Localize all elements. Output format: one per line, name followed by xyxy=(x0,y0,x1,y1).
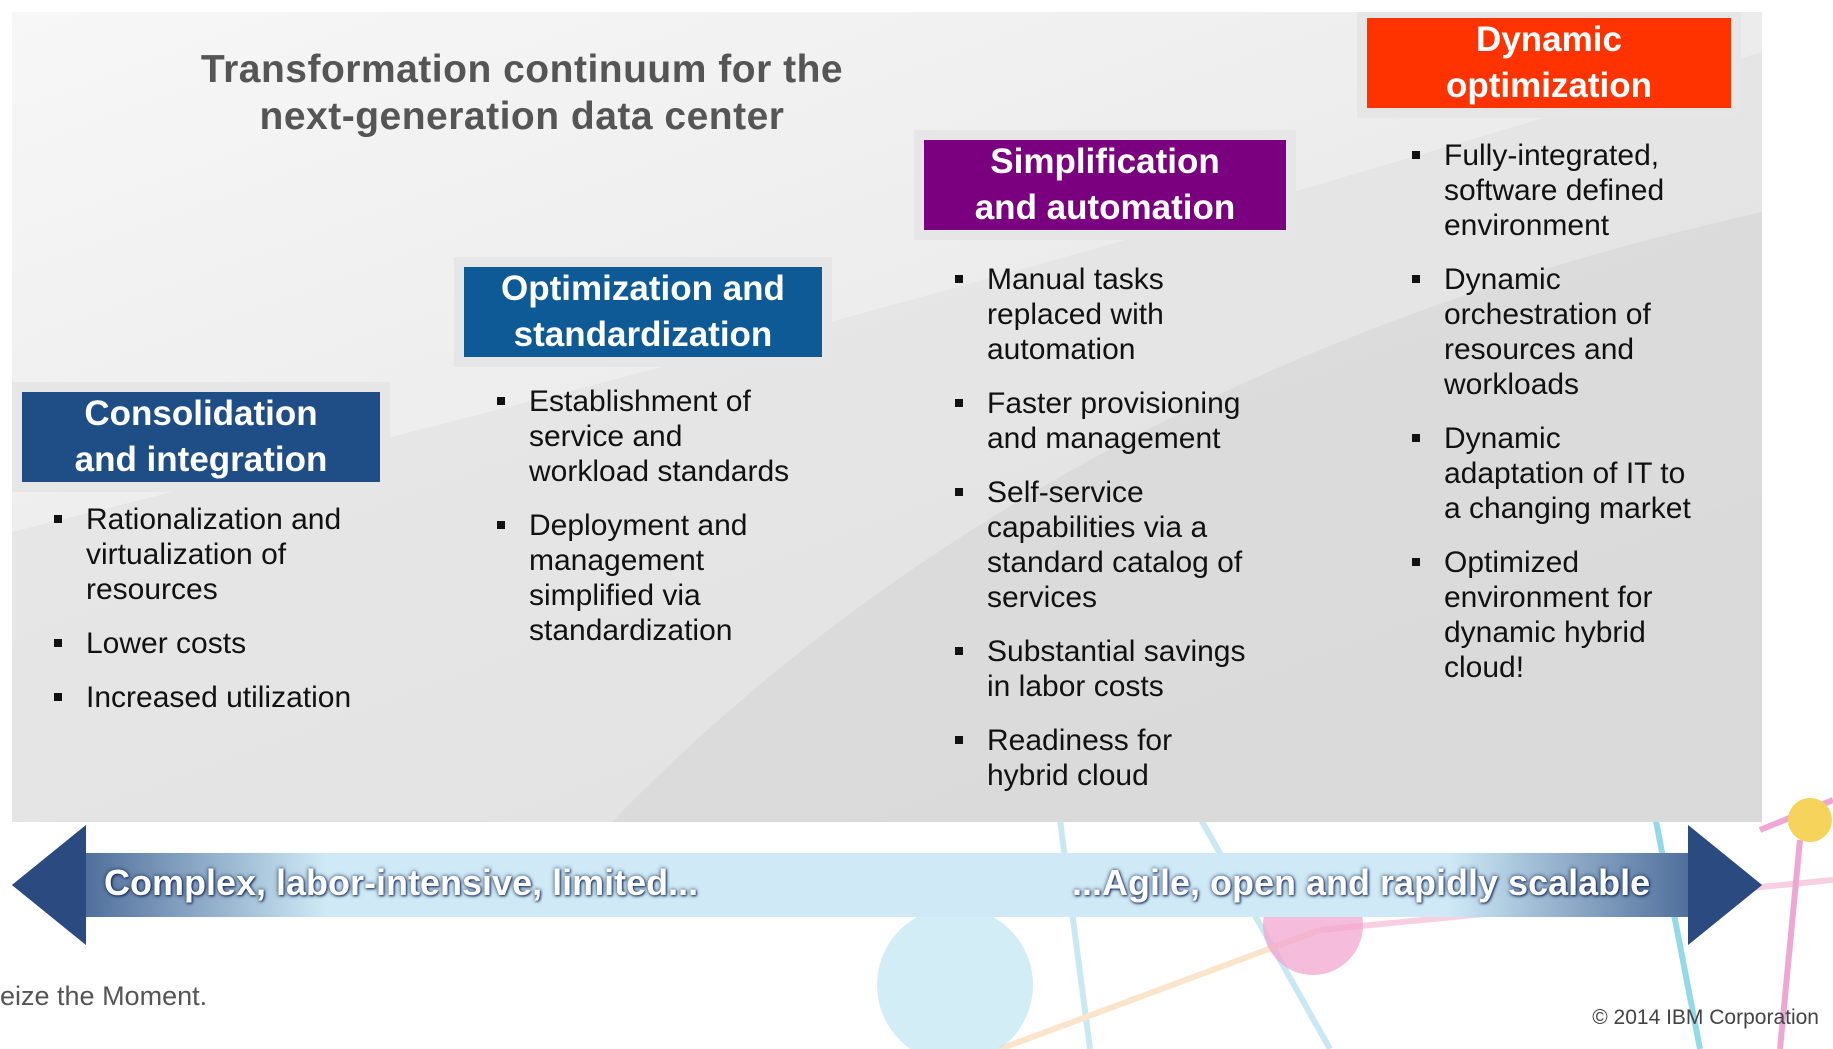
double-arrow-icon xyxy=(12,825,1762,945)
page-title: Transformation continuum for the next-ge… xyxy=(152,46,892,140)
stage-label-line: Optimization and xyxy=(501,269,785,308)
arrow-right-label: ...Agile, open and rapidly scalable xyxy=(1072,862,1651,903)
stage-label-line: optimization xyxy=(1445,66,1653,105)
continuum-arrow: Complex, labor-intensive, limited... ...… xyxy=(12,825,1762,945)
bullet-item: Readiness for hybrid cloud xyxy=(951,723,1261,793)
stage-label-line: and automation xyxy=(974,188,1236,227)
title-line-2: next-generation data center xyxy=(259,95,785,138)
bullet-item: Faster provisioning and management xyxy=(951,386,1261,456)
content-panel: Transformation continuum for the next-ge… xyxy=(12,12,1762,822)
stage-label-line: and integration xyxy=(74,440,328,479)
footer-copyright: © 2014 IBM Corporation xyxy=(1592,1006,1819,1029)
bullet-item: Self-service capabilities via a standard… xyxy=(951,475,1261,615)
stage-label-line: Consolidation xyxy=(84,394,318,433)
stage-label-line: standardization xyxy=(513,315,773,354)
stage-optimization-bullets: Establishment of service and workload st… xyxy=(493,384,793,667)
bullet-item: Deployment and management simplified via… xyxy=(493,508,793,648)
bullet-item: Optimized environment for dynamic hybrid… xyxy=(1408,545,1708,685)
stage-dynamic-box: Dynamic optimization xyxy=(1357,12,1741,118)
bullet-item: Increased utilization xyxy=(50,680,390,715)
stage-label-line: Dynamic xyxy=(1476,20,1622,59)
bullet-item: Lower costs xyxy=(50,626,390,661)
title-line-1: Transformation continuum for the xyxy=(200,48,844,91)
stage-simplification-box: Simplification and automation xyxy=(914,130,1296,240)
bullet-item: Establishment of service and workload st… xyxy=(493,384,793,489)
bullet-item: Manual tasks replaced with automation xyxy=(951,262,1261,367)
bullet-item: Dynamic adaptation of IT to a changing m… xyxy=(1408,421,1708,526)
stage-optimization-box: Optimization and standardization xyxy=(454,257,832,367)
footer-tagline: eize the Moment. xyxy=(0,981,208,1011)
stage-dynamic-bullets: Fully-integrated, software defined envir… xyxy=(1408,138,1708,704)
stage-label-line: Simplification xyxy=(990,142,1220,181)
bullet-item: Substantial savings in labor costs xyxy=(951,634,1261,704)
bullet-item: Dynamic orchestration of resources and w… xyxy=(1408,262,1708,402)
stage-simplification-bullets: Manual tasks replaced with automation Fa… xyxy=(951,262,1261,812)
bullet-item: Fully-integrated, software defined envir… xyxy=(1408,138,1708,243)
background-swoosh xyxy=(12,52,1762,822)
stage-consolidation-bullets: Rationalization and virtualization of re… xyxy=(50,502,390,734)
bullet-item: Rationalization and virtualization of re… xyxy=(50,502,390,607)
stage-consolidation-box: Consolidation and integration xyxy=(12,382,390,492)
arrow-left-label: Complex, labor-intensive, limited... xyxy=(104,862,699,903)
